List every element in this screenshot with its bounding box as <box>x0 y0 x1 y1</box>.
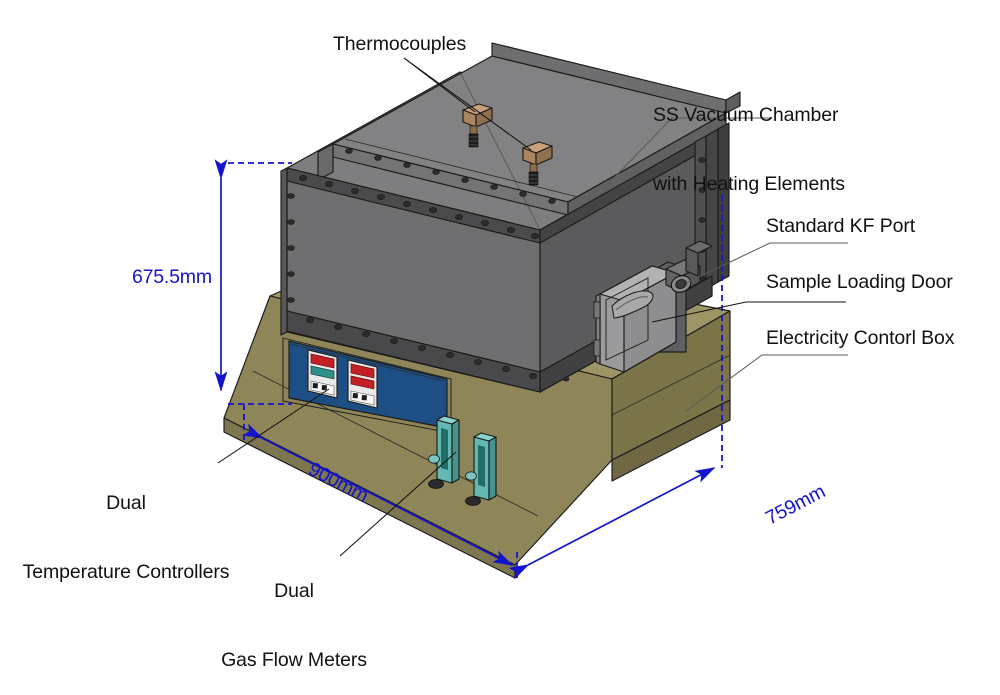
dual-temperature-controllers-label: Dual Temperature Controllers <box>12 446 240 607</box>
leader-dual-gas-flow-meters <box>339 451 457 557</box>
temperature-controller <box>307 349 338 399</box>
depth-dimension-graphics <box>508 195 723 580</box>
thermocouple <box>462 103 493 148</box>
dual-temperature-controllers-line1: Dual <box>106 492 146 514</box>
leader-electricity-control-box <box>685 354 848 412</box>
temperature-controller <box>347 359 378 409</box>
leader-standard-kf-port <box>685 242 848 284</box>
port-block <box>685 240 713 277</box>
sample-loading-door-label: Sample Loading Door <box>766 271 953 293</box>
leader-ss-vacuum-chamber <box>606 117 771 186</box>
thermocouples-label: Thermocouples <box>333 33 467 55</box>
dual-gas-flow-meters-label: Dual Gas Flow Meters <box>196 534 392 695</box>
height-dimension-graphics <box>214 159 292 405</box>
dual-temperature-controllers-line2: Temperature Controllers <box>22 561 230 583</box>
dual-gas-flow-meters-line2: Gas Flow Meters <box>221 649 367 671</box>
ss-vacuum-chamber-label: SS Vacuum Chamber with Heating Elements <box>653 58 845 219</box>
leader-sample-loading-door <box>651 301 846 323</box>
diagram-canvas: .o{stroke:#1a1a1a;stroke-width:1.15;stro… <box>12 33 955 671</box>
thermocouple <box>522 141 553 186</box>
chamber-bolts <box>299 175 539 239</box>
sample-loading-door <box>593 261 687 373</box>
dual-gas-flow-meters-line1: Dual <box>274 580 314 602</box>
chamber-bolts <box>345 148 556 204</box>
standard-kf-port-label: Standard KF Port <box>766 215 916 237</box>
chamber-bolts <box>287 193 295 303</box>
chamber-bolts <box>306 317 537 379</box>
height-dimension-value: 675.5mm <box>132 266 212 288</box>
leader-thermocouples <box>403 57 532 151</box>
leader-dual-temperature-controllers <box>217 388 330 464</box>
electricity-control-box-label: Electricity Contorl Box <box>766 327 955 349</box>
machine-illustration: .o{stroke:#1a1a1a;stroke-width:1.15;stro… <box>214 42 848 580</box>
ss-vacuum-chamber-label-line2: with Heating Elements <box>653 173 845 195</box>
ss-vacuum-chamber-label-line1: SS Vacuum Chamber <box>653 104 839 126</box>
